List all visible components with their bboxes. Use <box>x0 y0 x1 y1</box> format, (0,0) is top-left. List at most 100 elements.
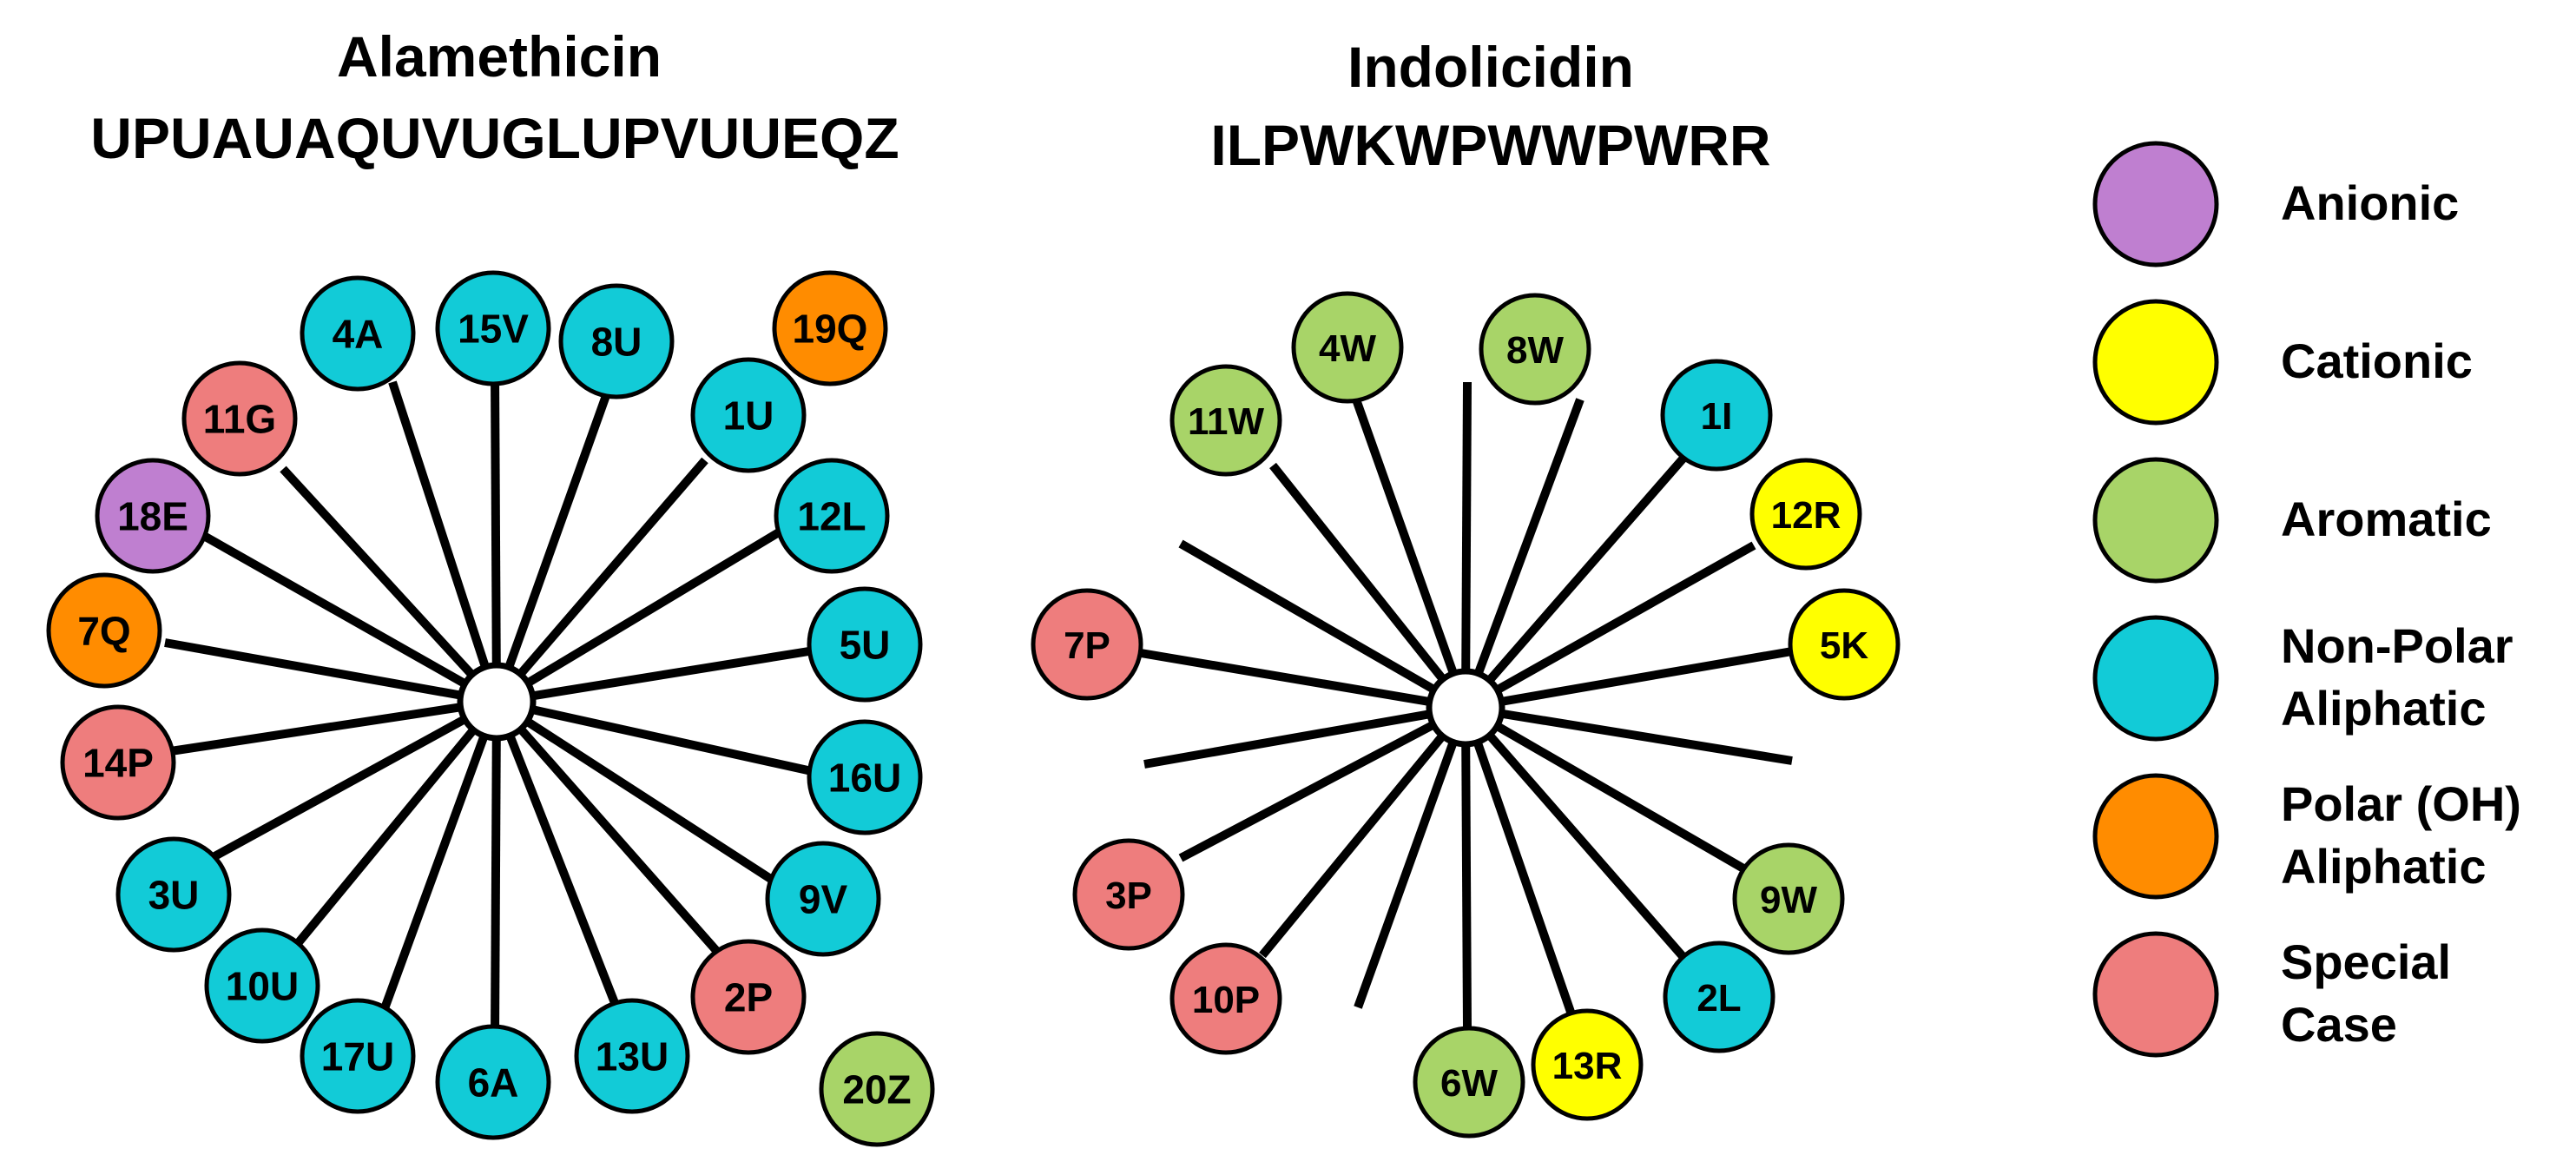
legend-item-aromatic: Aromatic <box>2092 457 2492 584</box>
residue-7Q: 7Q <box>46 572 162 689</box>
spoke-10P <box>1259 704 1469 959</box>
legend-swatch <box>2092 773 2219 900</box>
residue-circle <box>1169 942 1282 1055</box>
residue-19Q: 19Q <box>772 270 888 386</box>
residue-label: 12L <box>797 494 866 539</box>
spoke-4A <box>388 380 501 703</box>
legend-label: Polar (OH) <box>2281 776 2521 831</box>
residue-circle <box>765 841 881 957</box>
residue-label: 13U <box>596 1034 669 1079</box>
legend-label: Case <box>2281 997 2397 1052</box>
alamethicin-title: Alamethicin <box>337 24 662 89</box>
residue-circle <box>300 998 416 1114</box>
residue-label: 4A <box>333 312 384 357</box>
residue-circle <box>95 458 211 574</box>
spoke-9V <box>494 697 784 890</box>
legend-swatch <box>2092 141 2219 267</box>
spoke-8U <box>492 389 612 703</box>
residue-circle <box>60 704 176 821</box>
spoke-7P <box>1140 649 1466 712</box>
residue-label: 18E <box>117 494 188 539</box>
spoke-4W <box>1352 398 1470 710</box>
empty-spoke <box>1143 703 1466 769</box>
residue-6W: 6W <box>1413 1026 1525 1139</box>
residue-circle <box>1788 588 1901 701</box>
residue-circle <box>1031 588 1143 701</box>
residue-label: 5K <box>1820 624 1868 667</box>
residue-circle <box>1291 291 1404 404</box>
residue-label: 19Q <box>793 307 868 352</box>
spoke-6W <box>1461 707 1472 1031</box>
empty-spoke <box>1461 381 1472 709</box>
spoke-5K <box>1465 647 1793 712</box>
residue-circle <box>807 586 923 703</box>
residue-circle <box>774 458 890 574</box>
residue-circle <box>204 927 320 1044</box>
residue-5U: 5U <box>807 586 923 703</box>
legend-label: Aromatic <box>2281 492 2492 546</box>
spoke-12R <box>1463 541 1756 712</box>
legend-label: Special <box>2281 934 2451 989</box>
indolicidin-title: Indolicidin <box>1347 35 1634 99</box>
residue-label: 11G <box>203 397 276 442</box>
spoke-10U <box>292 698 500 950</box>
residue-label: 20Z <box>842 1067 911 1112</box>
spoke-2L <box>1462 704 1691 966</box>
residue-circle <box>181 360 298 477</box>
residue-label: 7Q <box>77 609 130 654</box>
residue-8U: 8U <box>558 283 675 399</box>
residue-12R: 12R <box>1749 458 1862 571</box>
residue-circle <box>1072 838 1185 951</box>
spoke-18E <box>194 527 499 706</box>
spoke-13U <box>492 700 621 1009</box>
residue-circle <box>819 1031 935 1147</box>
residue-label: 1U <box>723 393 774 439</box>
legend: AnionicCationicAromaticNon-PolarAliphati… <box>2092 141 2521 1058</box>
spoke-3U <box>206 697 499 864</box>
residue-label: 8W <box>1506 329 1564 372</box>
alamethicin-wheel: Alamethicin UPUAUAQUVUGLUPVUUEQZ 1U2P3U4… <box>46 24 935 1147</box>
empty-spoke <box>1178 539 1468 712</box>
spoke-11W <box>1269 462 1469 711</box>
indolicidin-wheel: Indolicidin ILPWKWPWWPWRR 1I2L3P4W5K6W7P… <box>1031 35 1901 1139</box>
residue-label: 8U <box>591 320 642 365</box>
residue-label: 9W <box>1760 879 1817 921</box>
residue-4A: 4A <box>300 275 416 392</box>
residue-9V: 9V <box>765 841 881 957</box>
spoke-15V <box>491 373 501 703</box>
empty-spoke <box>1354 706 1470 1009</box>
spoke-1I <box>1462 452 1690 711</box>
spoke-16U <box>495 697 821 777</box>
residue-circle <box>46 572 162 689</box>
spoke-3P <box>1178 703 1468 862</box>
residue-4W: 4W <box>1291 291 1404 404</box>
spoke-11G <box>280 465 500 705</box>
spoke-7Q <box>164 638 497 706</box>
legend-label: Aliphatic <box>2281 681 2486 736</box>
spoke-2P <box>493 698 722 957</box>
spoke-13R <box>1461 706 1576 1016</box>
residue-10P: 10P <box>1169 942 1282 1055</box>
residue-11W: 11W <box>1169 364 1282 477</box>
spoke-6A <box>491 701 501 1040</box>
residue-circle <box>807 719 923 835</box>
residue-circle <box>690 939 807 1055</box>
residue-circle <box>1663 941 1776 1053</box>
residue-20Z: 20Z <box>819 1031 935 1147</box>
residue-label: 5U <box>840 623 891 668</box>
alamethicin-residues: 1U2P3U4A5U6A7Q8U9V10U11G12L13U14P15V16U1… <box>46 270 935 1147</box>
residue-label: 16U <box>828 756 901 801</box>
residue-label: 7P <box>1064 624 1110 667</box>
spoke-14P <box>164 697 497 756</box>
residue-label: 10U <box>226 964 299 1009</box>
alamethicin-center-hub <box>457 662 537 742</box>
residue-17U: 17U <box>300 998 416 1114</box>
residue-circle <box>115 836 232 953</box>
residue-circle <box>435 1024 551 1140</box>
spoke-8W <box>1461 398 1584 710</box>
